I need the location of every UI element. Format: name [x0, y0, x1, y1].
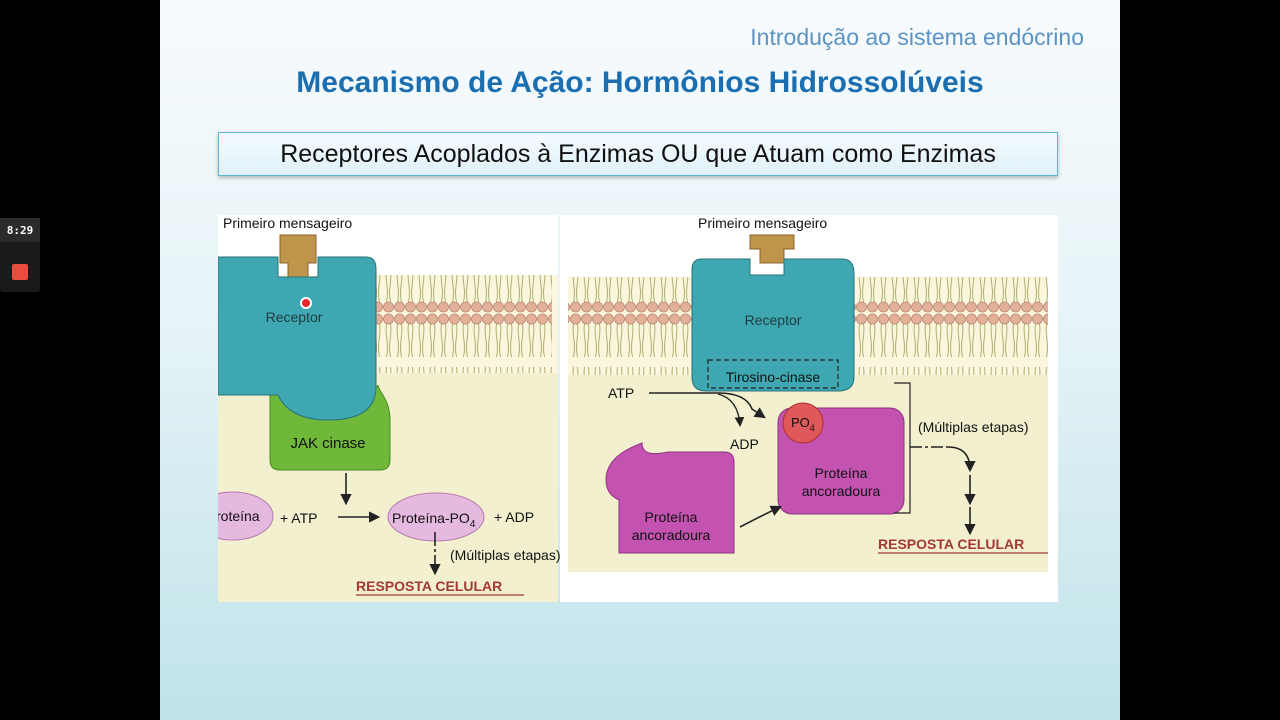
right-tyrosine-kinase-box [707, 359, 839, 389]
recording-timer: 8:29 [0, 218, 40, 242]
right-arrow-adp [717, 393, 745, 427]
right-membrane-bilayer-right [852, 277, 1048, 375]
slide-subtitle-box: Receptores Acoplados à Enzimas OU que At… [218, 132, 1058, 176]
left-receptor-label: Receptor [266, 309, 323, 325]
presentation-slide: Introdução ao sistema endócrino Mecanism… [160, 0, 1120, 720]
left-product-text: Proteína-PO [392, 510, 470, 526]
right-panel: Primeiro mensageiro Receptor Tirosino-ci… [560, 215, 1058, 602]
slide-header-subtitle: Introdução ao sistema endócrino [750, 24, 1084, 50]
left-jak-cinase-label: JAK cinase [290, 435, 365, 452]
right-membrane-bilayer-left [568, 277, 698, 375]
left-response-label: RESPOSTA CELULAR [356, 578, 502, 594]
left-membrane-bilayer [376, 275, 552, 373]
left-receptor-shape [218, 256, 377, 421]
left-product-oval [387, 492, 485, 542]
slide-subtitle: Receptores Acoplados à Enzimas OU que At… [280, 139, 996, 168]
right-steps-label: (Múltiplas etapas) [918, 419, 1029, 435]
right-receptor-shape [691, 258, 855, 392]
left-first-messenger-label: Primeiro mensageiro [223, 215, 352, 231]
right-po4-circle [782, 402, 824, 444]
right-bracket [894, 382, 911, 514]
left-panel: Primeiro mensageiro JAK cinase Receptor … [218, 215, 561, 602]
left-product-label: Proteína-PO4 [392, 510, 476, 530]
right-arrow-step-1 [947, 446, 976, 473]
right-anchor-protein-free-shape [605, 442, 735, 554]
left-substrate-label: roteína [218, 508, 260, 524]
left-atp-label: + ATP [280, 510, 317, 526]
recording-widget: 8:29 [0, 218, 40, 292]
right-first-messenger-label: Primeiro mensageiro [698, 215, 827, 231]
right-anchor-bound-line2: ancoradoura [802, 483, 881, 499]
slide-title: Mecanismo de Ação: Hormônios Hidrossolúv… [296, 66, 984, 99]
mechanism-diagram-svg: Primeiro mensageiro JAK cinase Receptor … [218, 215, 1058, 602]
left-product-subscript: 4 [470, 519, 476, 530]
right-adp-label: ADP [730, 436, 759, 452]
right-po4-subscript: 4 [810, 423, 815, 433]
stop-recording-button[interactable] [12, 264, 28, 280]
right-anchor-bound-line1: Proteína [815, 465, 868, 481]
right-po4-text: PO [791, 415, 810, 430]
left-substrate-oval [218, 491, 274, 541]
right-tyrosine-kinase-label: Tirosino-cinase [726, 369, 821, 385]
right-atp-label: ATP [608, 385, 634, 401]
right-anchor-free-line2: ancoradoura [632, 527, 711, 543]
right-receptor-label: Receptor [745, 312, 802, 328]
left-adp-label: + ADP [494, 509, 534, 525]
right-anchor-free-line1: Proteína [645, 509, 698, 525]
right-po4-label: PO4 [791, 415, 815, 433]
right-arrow-atp [649, 392, 766, 419]
left-steps-label: (Múltiplas etapas) [450, 547, 561, 563]
right-arrow-binding [739, 505, 783, 528]
cursor-pointer-dot [300, 297, 312, 309]
mechanism-figure: Primeiro mensageiro JAK cinase Receptor … [218, 215, 1058, 602]
right-response-label: RESPOSTA CELULAR [878, 536, 1024, 552]
